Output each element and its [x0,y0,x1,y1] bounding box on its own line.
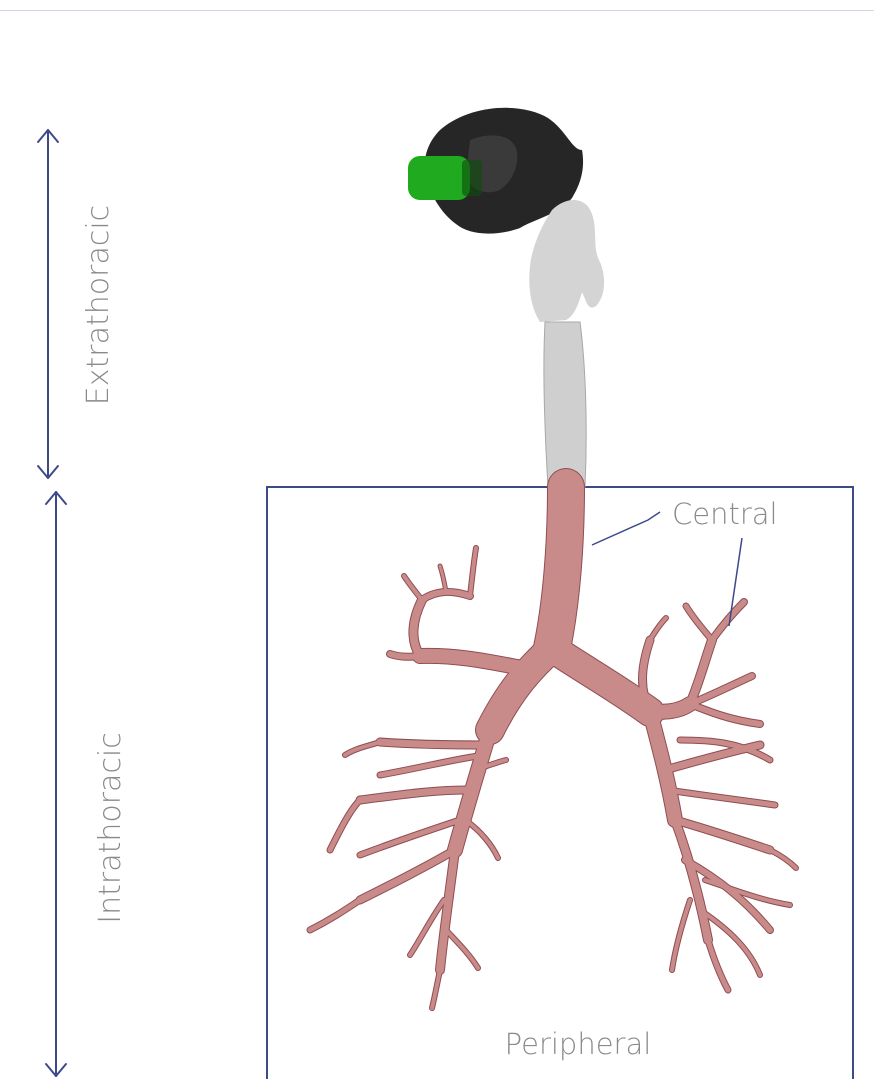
bronchial-tree [310,487,796,1008]
peripheral-label: Peripheral [505,1027,652,1061]
central-label: Central [672,497,778,531]
trachea-extrathoracic [544,322,586,487]
mouthpiece [408,156,482,200]
intrathoracic-arrow [46,492,66,1076]
extrathoracic-arrow [38,130,58,478]
extrathoracic-label: Extrathoracic [81,205,116,405]
intrathoracic-label: Intrathoracic [93,732,128,924]
